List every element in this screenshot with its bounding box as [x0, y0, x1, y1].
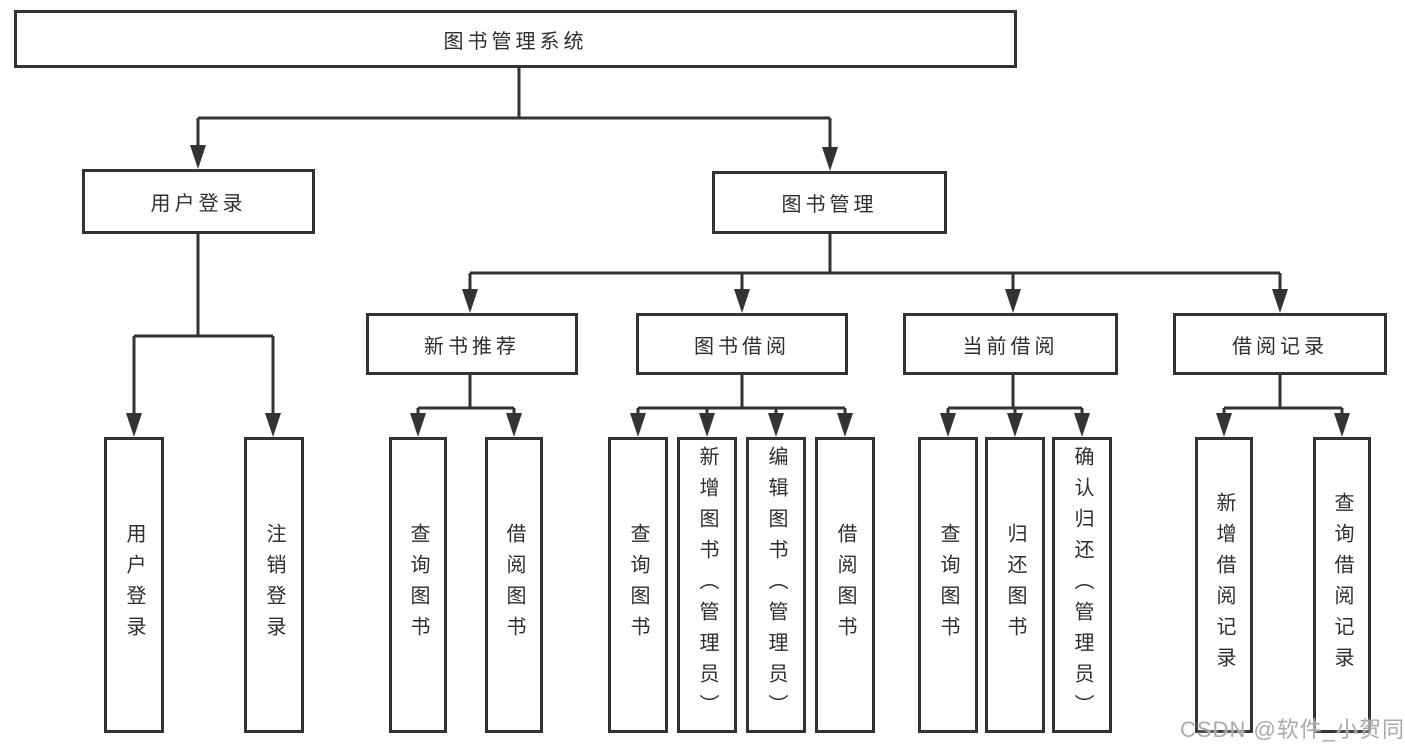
leaf-label: 查询图书: [407, 523, 429, 647]
arrowheads: [126, 145, 1350, 437]
node-new-book-recommend: 新书推荐: [366, 313, 578, 375]
node-user-login: 用户登录: [82, 169, 315, 234]
leaf-label: 注销登录: [263, 523, 285, 647]
leaf-borrow-books-recommend: 借阅图书: [485, 437, 543, 733]
node-book-management: 图书管理: [712, 171, 947, 234]
node-book-borrow: 图书借阅: [636, 313, 848, 375]
leaf-label: 借阅图书: [834, 523, 856, 647]
leaf-label: 借阅图书: [503, 523, 525, 647]
leaf-query-borrow-record: 查询借阅记录: [1313, 437, 1371, 733]
node-current-borrow: 当前借阅: [903, 313, 1118, 375]
leaf-user-login: 用户登录: [104, 437, 164, 733]
leaf-edit-books-admin: 编辑图书（管理员）: [746, 437, 806, 733]
leaf-label: 确认归还（管理员）: [1071, 445, 1093, 725]
leaf-add-borrow-record: 新增借阅记录: [1195, 437, 1253, 733]
leaf-borrow-books: 借阅图书: [815, 437, 875, 733]
leaf-label: 查询图书: [937, 523, 959, 647]
leaf-query-books-borrow: 查询图书: [608, 437, 668, 733]
leaf-label: 用户登录: [123, 523, 145, 647]
leaf-label: 归还图书: [1004, 523, 1026, 647]
leaf-label: 查询借阅记录: [1331, 492, 1353, 678]
csdn-watermark: CSDN @软件_小贺同学: [1180, 717, 1405, 742]
leaf-label: 新增图书（管理员）: [696, 445, 718, 725]
leaf-label: 编辑图书（管理员）: [765, 445, 787, 725]
leaf-query-books-recommend: 查询图书: [389, 437, 447, 733]
leaf-confirm-return-admin: 确认归还（管理员）: [1052, 437, 1112, 733]
leaf-return-books: 归还图书: [985, 437, 1045, 733]
leaf-label: 新增借阅记录: [1213, 492, 1235, 678]
node-root: 图书管理系统: [14, 10, 1017, 68]
node-borrow-records: 借阅记录: [1173, 313, 1387, 375]
leaf-label: 查询图书: [627, 523, 649, 647]
leaf-logout-login: 注销登录: [244, 437, 304, 733]
leaf-query-books-current: 查询图书: [918, 437, 978, 733]
leaf-add-books-admin: 新增图书（管理员）: [677, 437, 737, 733]
